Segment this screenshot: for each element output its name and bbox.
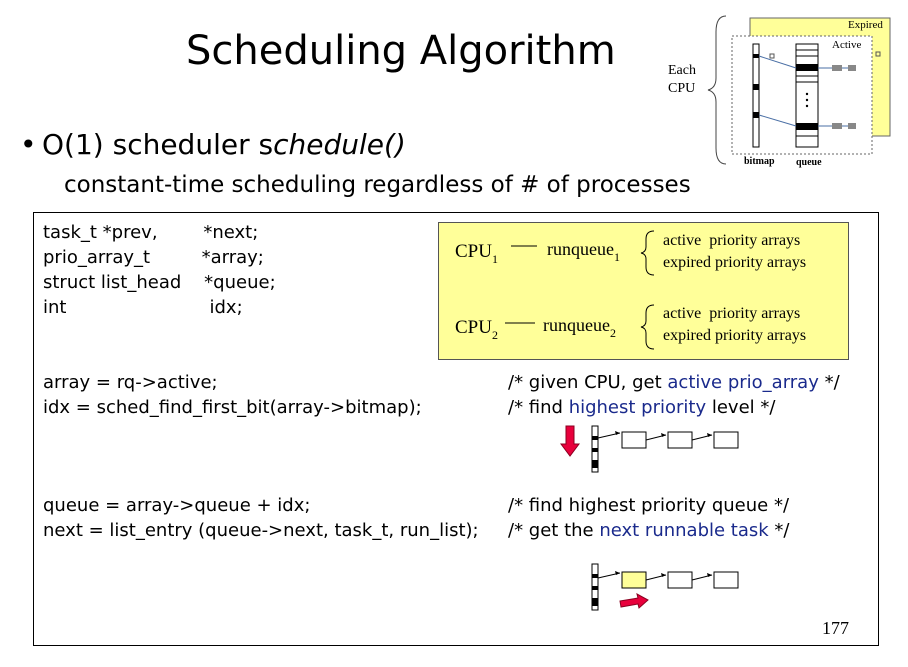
svg-text:runqueue2: runqueue2 (543, 315, 616, 340)
red-right-arrow-icon (619, 593, 649, 609)
comments-block-2: /* find highest priority queue */ /* get… (508, 493, 790, 543)
comment-get-the-prefix: /* get the (508, 520, 600, 541)
bullet-text-plain: O(1) scheduler s (42, 128, 274, 161)
active-label: Active (832, 39, 861, 51)
inset-diagram-svg: Expired Active Each CPU bitmap queue (664, 12, 904, 172)
expired-label: Expired (848, 19, 883, 31)
bullet-item: •O(1) scheduler schedule() (20, 128, 406, 161)
sub-bullet-text: constant-time scheduling regardless of #… (64, 172, 691, 198)
cpu2-expired-arrays: expired priority arrays (663, 327, 806, 344)
svg-text:runqueue1: runqueue1 (547, 239, 620, 264)
comment-find-highest-queue: /* find highest priority queue */ (508, 495, 790, 516)
cpu-runqueue-box: CPU1 runqueue1 active priority arrays ex… (438, 222, 849, 360)
runqueue2-subscript: 2 (610, 326, 616, 340)
cpu1-active-arrays: active priority arrays (663, 232, 800, 249)
bitmap-list-svg-2 (591, 563, 739, 611)
comment-highest-priority: highest priority (568, 397, 707, 418)
cpu1-subscript: 1 (492, 252, 498, 266)
cpu2-subscript: 2 (492, 328, 498, 342)
svg-text:CPU1: CPU1 (455, 241, 498, 266)
comment-find-prefix: /* find (508, 397, 569, 418)
bitmap-label: bitmap (744, 156, 775, 167)
comment-next-runnable-task: next runnable task (599, 520, 769, 541)
cpu-runqueue-svg: CPU1 runqueue1 active priority arrays ex… (455, 230, 806, 350)
bullet-text-italic: chedule() (273, 128, 406, 161)
svg-text:CPU2: CPU2 (455, 317, 498, 342)
comment-active-prio-array: active prio_array (667, 372, 819, 393)
runqueue-inset-diagram: Expired Active Each CPU bitmap queue (664, 12, 904, 172)
each-label: Each (668, 63, 696, 78)
cpu2-active-arrays: active priority arrays (663, 305, 800, 322)
comments-block-1: /* given CPU, get active prio_array */ /… (508, 370, 840, 420)
cpu2-label: CPU (455, 317, 492, 338)
bitmap-list-diagram-2 (586, 560, 746, 616)
runqueue1-subscript: 1 (614, 250, 620, 264)
cpu-label: CPU (668, 81, 695, 96)
variable-declarations: task_t *prev, *next; prio_array_t *array… (43, 222, 276, 318)
slide-title: Scheduling Algorithm (186, 28, 616, 74)
code-panel (33, 212, 879, 646)
cpu1-expired-arrays: expired priority arrays (663, 254, 806, 271)
code-block-array-idx: array = rq->active; idx = sched_find_fir… (43, 372, 422, 418)
bullet-dot: • (20, 128, 37, 161)
runqueue2-label: runqueue (543, 315, 610, 335)
comment-get-the-suffix: */ (768, 520, 790, 541)
bitmap-list-svg-1 (560, 425, 739, 473)
comment-given-cpu-prefix: /* given CPU, get (508, 372, 668, 393)
cpu1-label: CPU (455, 241, 492, 262)
red-down-arrow-icon (560, 425, 580, 457)
queue-label: queue (796, 157, 822, 168)
page-number: 177 (822, 618, 849, 638)
comment-given-cpu-suffix: */ (818, 372, 840, 393)
selected-task-node (621, 571, 647, 589)
runqueue1-label: runqueue (547, 239, 614, 259)
bitmap-list-diagram-1 (558, 422, 748, 476)
comment-level-suffix: level */ (706, 397, 776, 418)
code-block-queue-next: queue = array->queue + idx; next = list_… (43, 495, 479, 541)
